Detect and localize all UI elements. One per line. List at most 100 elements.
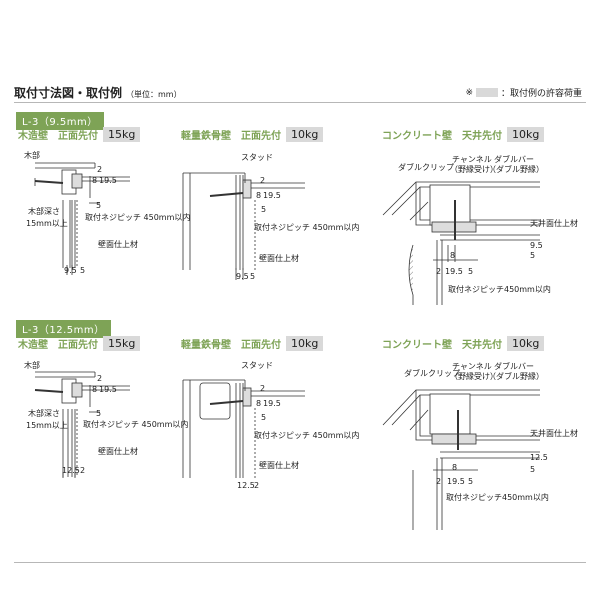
panel-title-steel-2: 軽量鉄骨壁 正面先付 10kg [181,336,324,351]
label-stud: スタッド [241,153,273,162]
panel-title-concrete-1: コンクリート壁 天井先付 10kg [382,127,545,142]
label-wood: 木部 [24,150,40,160]
diagram-wood-wall-9-5 [34,162,130,275]
dim-2: 2 [97,374,102,383]
dim-19-5: 19.5 [263,399,281,408]
panel-title-wood-1: 木造壁 正面先付 15kg [18,127,141,142]
dim-19-5: 19.5 [445,267,463,276]
panel-title-text: 木造壁 正面先付 [18,340,98,351]
legend-text: ：取付例の許容荷重 [500,89,582,99]
dim-5: 5 [530,465,535,474]
load-badge: 15kg [103,127,141,142]
label-screw-pitch: 取付ネジピッチ 450mm以内 [85,212,190,222]
panel-title-wood-2: 木造壁 正面先付 15kg [18,336,141,351]
load-badge: 15kg [103,336,141,351]
panel-title-text: 軽量鉄骨壁 正面先付 [181,340,281,351]
label-channel-sub: （野縁受け） [450,371,498,381]
dim-19-5: 19.5 [447,477,465,486]
label-ceiling-finish: 天井面仕上材 [530,428,578,438]
title-text: 取付寸法図・取付例 [14,86,123,100]
dim-8: 8 [452,463,457,472]
dim-5: 5 [530,251,535,260]
label-wood-depth-min: 15mm以上 [26,421,68,430]
dim-5-b: 5 [80,266,85,275]
dim-2: 2 [436,267,441,276]
dim-12-5: 12.5 [237,481,255,490]
dim-9-5: 9.5 [236,272,249,281]
unit-note: （単位：mm） [126,90,182,99]
label-wood-depth: 木部深さ [28,206,60,216]
dim-2: 2 [260,176,265,185]
label-screw-pitch: 取付ネジピッチ450mm以内 [448,284,551,294]
label-wall-finish: 壁面仕上材 [98,446,138,456]
dim-labels-concrete-2: ダブルクリップ チャンネル （野縁受け） ダブルバー （ダブル野縁） 天井面仕上… [404,361,578,502]
label-channel-sub: （野縁受け） [450,164,498,174]
panel-title-text: コンクリート壁 天井先付 [382,131,502,142]
label-wood-depth-min: 15mm以上 [26,219,68,228]
panel-title-text: 軽量鉄骨壁 正面先付 [181,131,281,142]
load-badge: 10kg [286,127,324,142]
diagram-concrete-ceiling-12-5 [382,389,540,530]
dim-19-5: 19.5 [99,176,117,185]
label-wall-finish: 壁面仕上材 [259,460,299,470]
label-double-clip: ダブルクリップ [404,368,460,378]
load-badge: 10kg [286,336,324,351]
dim-8: 8 [256,399,261,408]
legend: ※ ：取付例の許容荷重 [465,86,582,100]
dim-8: 8 [450,251,455,260]
dim-19-5: 19.5 [99,385,117,394]
dim-9-5: 9.5 [64,266,77,275]
dim-2: 2 [97,165,102,174]
dim-labels-wood-2: 木部 木部深さ 15mm以上 取付ネジピッチ 450mm以内 壁面仕上材 2 8… [24,360,188,475]
diagram-steel-wall-12-5 [182,379,305,478]
panel-title-steel-1: 軽量鉄骨壁 正面先付 10kg [181,127,324,142]
diagram-wood-wall-12-5 [34,371,130,478]
header-divider [14,102,586,103]
label-ceiling-finish: 天井面仕上材 [530,218,578,228]
label-stud: スタッド [241,361,273,370]
label-screw-pitch: 取付ネジピッチ 450mm以内 [83,419,188,429]
section-label-9-5: L-3（9.5mm） [16,112,104,130]
dim-5-b: 5 [250,272,255,281]
dim-2: 2 [436,477,441,486]
label-screw-pitch: 取付ネジピッチ 450mm以内 [254,430,359,440]
dim-8: 8 [256,191,261,200]
dim-labels-steel-1: スタッド 取付ネジピッチ 450mm以内 壁面仕上材 2 8 19.5 5 9.… [236,153,359,281]
label-double-bar: ダブルバー [494,154,534,164]
label-wood-depth: 木部深さ [28,408,60,418]
label-channel: チャンネル [452,155,492,164]
dim-8: 8 [92,176,97,185]
dim-2-b: 2 [254,481,259,490]
label-wood: 木部 [24,360,40,370]
dim-labels-concrete-1: ダブルクリップ チャンネル （野縁受け） ダブルバー （ダブル野縁） 天井面仕上… [398,154,578,294]
diagram-steel-wall-9-5 [182,172,305,280]
dim-5: 5 [261,205,266,214]
footer-divider [14,562,586,563]
label-double-bar: ダブルバー [494,361,534,371]
label-wall-finish: 壁面仕上材 [259,253,299,263]
legend-swatch [475,88,498,97]
dim-12-5: 12.5 [62,466,80,475]
dim-5-b: 5 [468,267,473,276]
dim-12-5: 12.5 [530,453,548,462]
label-double-clip: ダブルクリップ [398,162,454,172]
dim-5: 5 [96,201,101,210]
panel-title-text: 木造壁 正面先付 [18,131,98,142]
section-label-12-5: L-3（12.5mm） [16,320,111,338]
dim-labels-steel-2: スタッド 取付ネジピッチ 450mm以内 壁面仕上材 2 8 19.5 5 12… [237,361,359,490]
load-badge: 10kg [507,127,545,142]
label-wall-finish: 壁面仕上材 [98,239,138,249]
page-title: 取付寸法図・取付例（単位：mm） [14,84,182,101]
dim-19-5: 19.5 [263,191,281,200]
dim-9-5: 9.5 [530,241,543,250]
panel-title-concrete-2: コンクリート壁 天井先付 10kg [382,336,545,351]
label-screw-pitch: 取付ネジピッチ450mm以内 [446,492,549,502]
dim-5-b: 5 [468,477,473,486]
dim-8: 8 [92,385,97,394]
diagram-concrete-ceiling-9-5 [382,181,540,305]
dim-5: 5 [261,413,266,422]
load-badge: 10kg [507,336,545,351]
label-channel: チャンネル [452,362,492,371]
panel-title-text: コンクリート壁 天井先付 [382,340,502,351]
